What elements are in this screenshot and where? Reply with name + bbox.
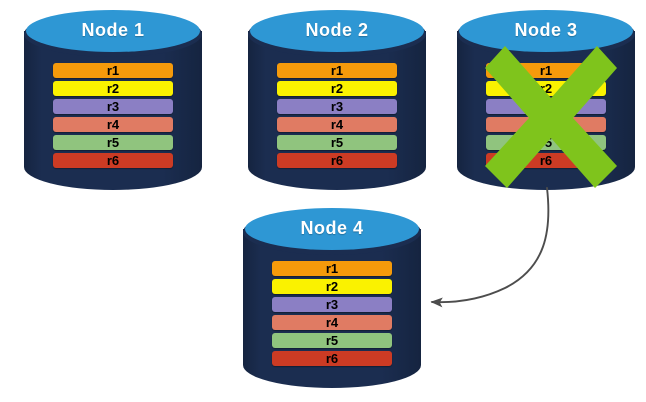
row-label: r6	[325, 351, 339, 366]
row-label: r5	[106, 135, 120, 150]
row-label: r2	[539, 81, 553, 96]
row-label: r5	[325, 333, 339, 348]
row-label: r2	[106, 81, 120, 96]
row-bar-r1[interactable]: r1	[486, 63, 606, 78]
row-bar-r4[interactable]: r4	[486, 117, 606, 132]
row-bar-r1[interactable]: r1	[277, 63, 397, 78]
cylinder-top-face	[459, 10, 633, 52]
cylinder-top-face	[26, 10, 200, 52]
row-label: r5	[330, 135, 344, 150]
row-label: r4	[325, 315, 339, 330]
row-label: r4	[106, 117, 120, 132]
row-label: r3	[325, 297, 339, 312]
row-bar-r6[interactable]: r6	[53, 153, 173, 168]
replication-arrow-path	[430, 187, 550, 308]
row-bar-r3[interactable]: r3	[53, 99, 173, 114]
row-bar-r2[interactable]: r2	[272, 279, 392, 294]
row-label: r3	[539, 99, 553, 114]
row-label: r3	[106, 99, 120, 114]
row-label: r4	[539, 117, 553, 132]
row-bar-r5[interactable]: r5	[272, 333, 392, 348]
row-label: r5	[539, 135, 553, 150]
row-bar-r1[interactable]: r1	[272, 261, 392, 276]
row-label: r1	[325, 261, 339, 276]
row-bar-r5[interactable]: r5	[53, 135, 173, 150]
row-label: r2	[325, 279, 339, 294]
row-label: r1	[106, 63, 120, 78]
row-bar-r4[interactable]: r4	[53, 117, 173, 132]
row-bar-r2[interactable]: r2	[53, 81, 173, 96]
row-bar-r6[interactable]: r6	[277, 153, 397, 168]
row-bar-r2[interactable]: r2	[486, 81, 606, 96]
row-label: r6	[330, 153, 344, 168]
row-list: r1 r2 r3 r4 r5 r6	[243, 261, 421, 366]
row-list: r1 r2 r3 r4 r5 r6	[24, 63, 202, 168]
row-bar-r2[interactable]: r2	[277, 81, 397, 96]
row-bar-r6[interactable]: r6	[272, 351, 392, 366]
row-label: r2	[330, 81, 344, 96]
row-bar-r1[interactable]: r1	[53, 63, 173, 78]
row-bar-r4[interactable]: r4	[277, 117, 397, 132]
row-bar-r5[interactable]: r5	[486, 135, 606, 150]
row-label: r6	[106, 153, 120, 168]
row-label: r1	[330, 63, 344, 78]
row-list: r1 r2 r3 r4 r5 r6	[457, 63, 635, 168]
row-bar-r5[interactable]: r5	[277, 135, 397, 150]
row-label: r4	[330, 117, 344, 132]
row-list: r1 r2 r3 r4 r5 r6	[248, 63, 426, 168]
row-label: r3	[330, 99, 344, 114]
row-label: r6	[539, 153, 553, 168]
row-bar-r3[interactable]: r3	[277, 99, 397, 114]
row-bar-r3[interactable]: r3	[486, 99, 606, 114]
row-bar-r4[interactable]: r4	[272, 315, 392, 330]
row-bar-r3[interactable]: r3	[272, 297, 392, 312]
cylinder-top-face	[245, 208, 419, 250]
row-label: r1	[539, 63, 553, 78]
row-bar-r6[interactable]: r6	[486, 153, 606, 168]
cylinder-top-face	[250, 10, 424, 52]
